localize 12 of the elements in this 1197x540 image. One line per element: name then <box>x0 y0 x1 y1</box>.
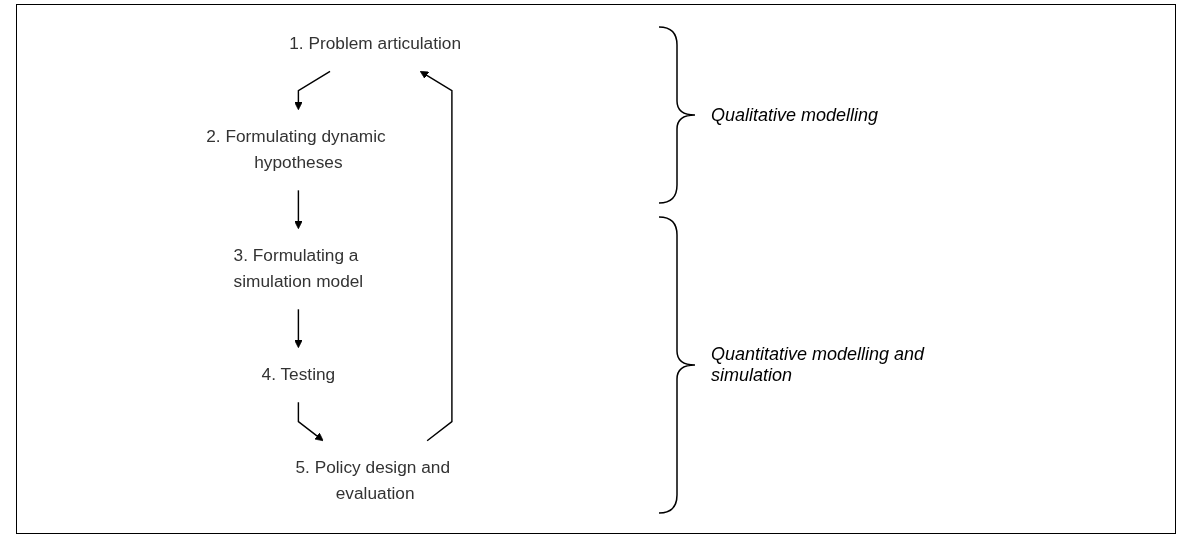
node-text: 5. Policy design and evaluation <box>295 458 451 504</box>
arrow <box>294 308 303 349</box>
arrow <box>420 71 453 442</box>
group-label: Qualitative modelling <box>711 104 880 126</box>
node-text: 1. Problem articulation <box>289 33 462 54</box>
node-text: 2. Formulating dynamic hypotheses <box>206 127 386 173</box>
node-text: 4. Testing <box>261 364 336 385</box>
node-text: 3. Formulating a simulation model <box>233 245 364 292</box>
arrow <box>294 189 303 230</box>
arrow <box>294 70 331 111</box>
arrow <box>297 401 324 442</box>
group-label: Quantitative modelling and simulation <box>711 344 926 386</box>
